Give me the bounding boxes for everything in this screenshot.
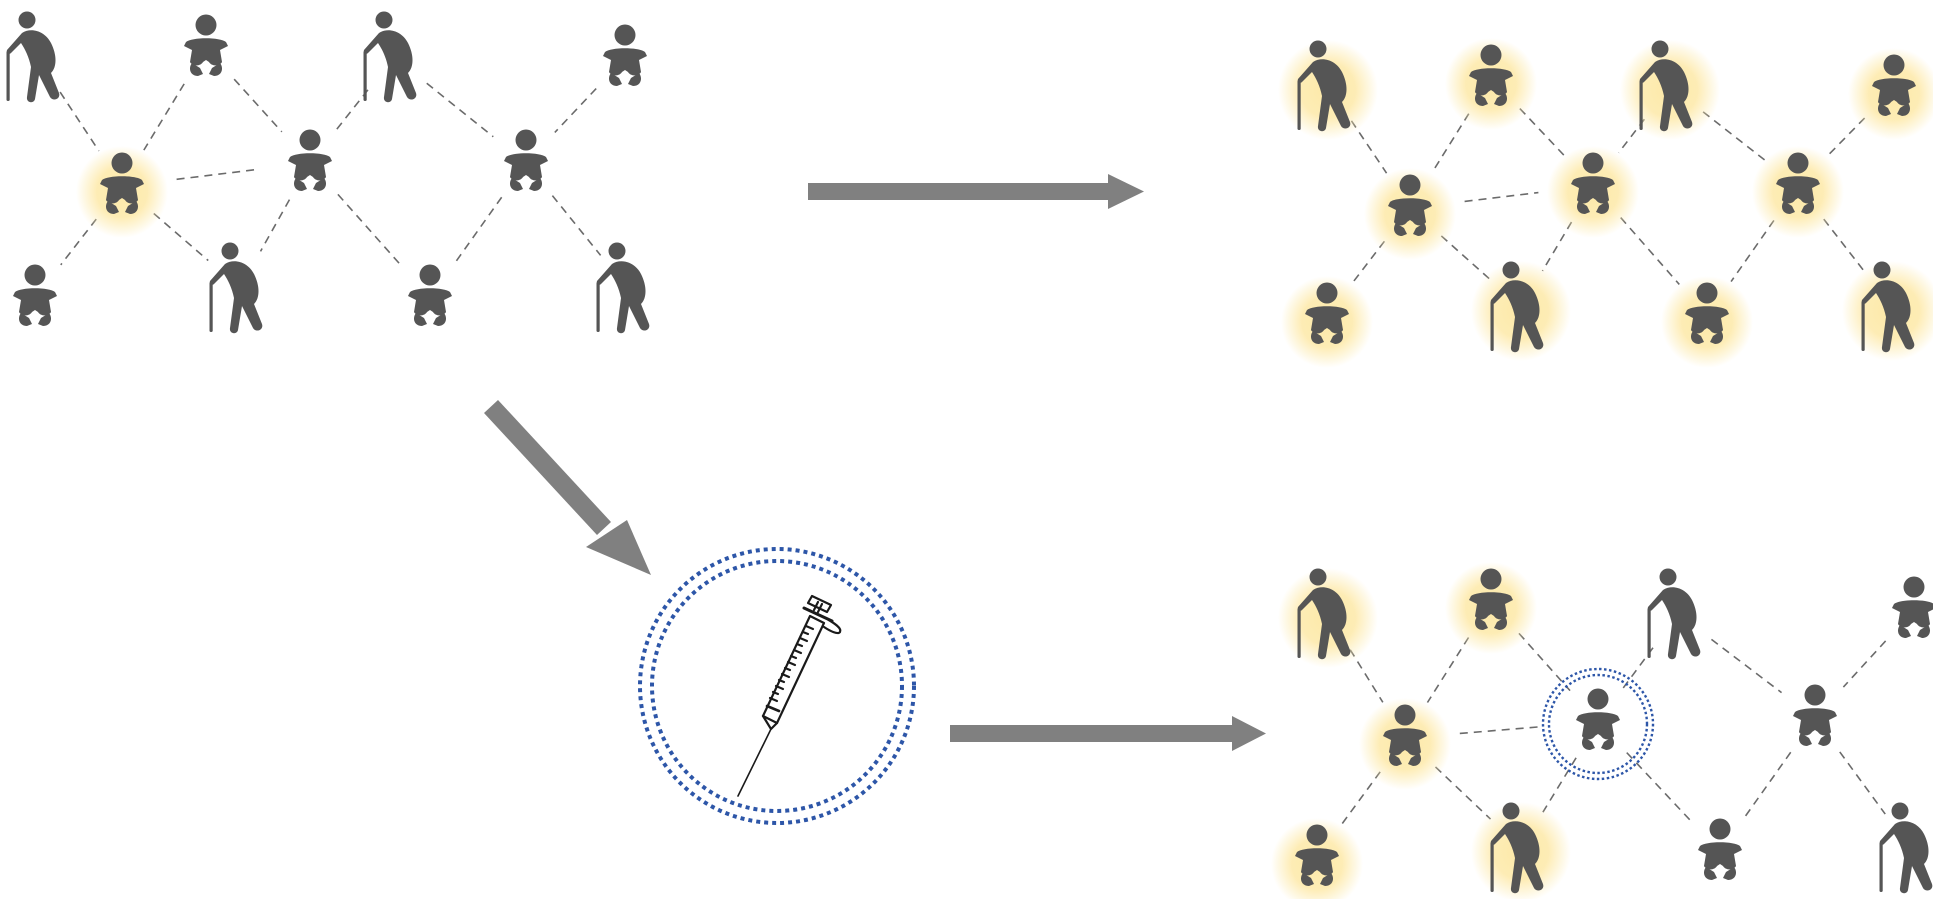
unvaccinated-outcome-network-link xyxy=(1440,235,1491,280)
vaccinated-outcome-network-link xyxy=(1622,647,1654,689)
initial-network-link xyxy=(176,168,256,181)
vaccinated-outcome-network-link xyxy=(1434,766,1492,820)
elderly-person-icon xyxy=(596,242,650,334)
network-nodes xyxy=(6,11,1933,894)
elderly-person-icon xyxy=(1647,568,1701,660)
arrow-to-vaccination xyxy=(484,400,651,575)
initial-network-link xyxy=(426,82,494,138)
vaccinated-outcome-network-link xyxy=(1542,757,1577,813)
elderly-person-icon xyxy=(6,11,60,103)
unvaccinated-outcome-network-link xyxy=(1431,113,1470,173)
unvaccinated-outcome-network-link xyxy=(1823,218,1867,275)
vaccinated-outcome-network-link xyxy=(1626,752,1692,822)
baby-icon xyxy=(603,24,647,86)
unvaccinated-outcome-network-link xyxy=(1730,219,1775,283)
vaccinated-node-marker xyxy=(1541,667,1655,781)
vaccinated-outcome-network-link xyxy=(1710,638,1783,694)
baby-icon xyxy=(13,264,57,326)
initial-network-link xyxy=(259,199,291,252)
vaccine-badge xyxy=(638,547,916,825)
initial-network-link xyxy=(233,78,283,133)
arrows xyxy=(484,174,1266,751)
baby-icon xyxy=(408,264,452,326)
unvaccinated-outcome-network-link xyxy=(1826,117,1866,157)
initial-network-link xyxy=(143,83,185,151)
baby-icon xyxy=(1698,818,1742,880)
initial-network-link xyxy=(554,88,597,133)
vaccinated-outcome-network-link xyxy=(1842,640,1887,688)
initial-network-link xyxy=(337,193,403,268)
elderly-person-icon xyxy=(209,242,263,334)
unvaccinated-outcome-network-link xyxy=(1702,111,1766,161)
baby-icon xyxy=(1892,576,1933,638)
elderly-person-icon xyxy=(1879,802,1933,894)
baby-icon xyxy=(288,129,332,191)
initial-network-link xyxy=(153,212,209,262)
vaccinated-outcome-network-link xyxy=(1459,725,1544,735)
vaccinated-outcome-network-link xyxy=(1743,751,1792,819)
elderly-person-icon xyxy=(363,11,417,103)
initial-network-link xyxy=(60,218,97,266)
baby-icon xyxy=(1576,688,1620,750)
baby-icon xyxy=(184,14,228,76)
network-links xyxy=(59,78,1887,825)
unvaccinated-outcome-network-link xyxy=(1620,217,1680,285)
initial-network-link xyxy=(59,91,100,152)
baby-icon xyxy=(1793,684,1837,746)
vaccinated-outcome-network-link xyxy=(1518,632,1571,692)
unvaccinated-outcome-network-link xyxy=(1350,120,1388,174)
arrow-after-vaccination xyxy=(950,716,1266,751)
infection-glows xyxy=(76,38,1933,899)
unvaccinated-outcome-network-link xyxy=(1351,240,1386,284)
unvaccinated-outcome-network-link xyxy=(1541,221,1573,272)
syringe-icon xyxy=(736,594,842,798)
vaccinated-outcome-network-link xyxy=(1426,637,1470,703)
unvaccinated-outcome-network-link xyxy=(1519,107,1565,157)
vaccinated-outcome-network-link xyxy=(1349,649,1384,703)
unvaccinated-outcome-network-link xyxy=(1464,191,1539,203)
initial-network-link xyxy=(335,89,369,131)
arrow-no-vaccination xyxy=(808,174,1144,209)
baby-icon xyxy=(504,129,548,191)
vaccinated-outcome-network-link xyxy=(1839,751,1886,815)
initial-network-link xyxy=(551,195,602,256)
initial-network-link xyxy=(453,196,503,265)
vaccinated-outcome-network-link xyxy=(1341,771,1381,825)
